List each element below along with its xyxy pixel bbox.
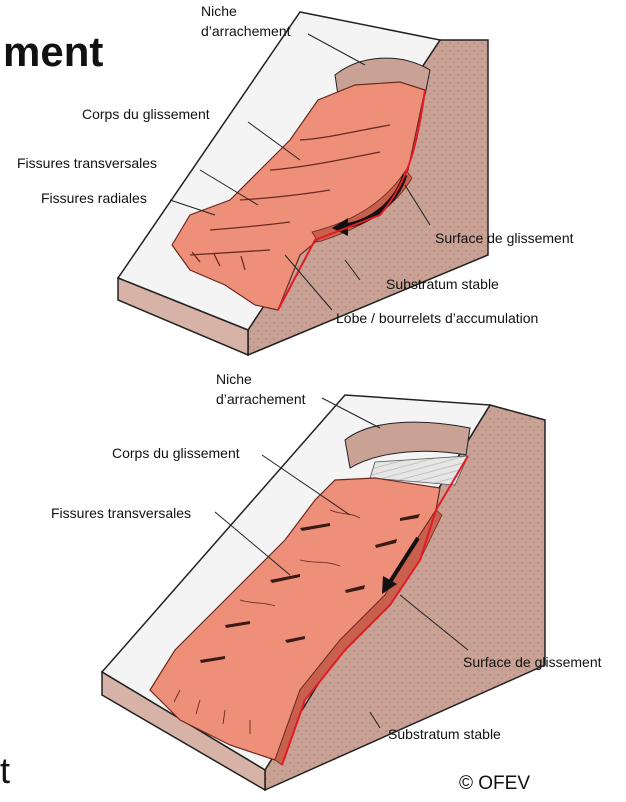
top-niche-label-2: d’arrachement — [201, 23, 291, 39]
bottom-niche-label-2: d’arrachement — [216, 391, 306, 407]
credit-label: © OFEV — [459, 773, 530, 794]
bottom-niche-label-1: Niche — [216, 371, 252, 387]
top-corps-label: Corps du glissement — [82, 106, 210, 122]
top-substratum-label: Substratum stable — [386, 276, 499, 292]
bottom-text-fragment: t — [0, 750, 10, 791]
bottom-fissures-transversales-label: Fissures transversales — [51, 505, 191, 521]
bottom-corps-label: Corps du glissement — [112, 445, 240, 461]
top-lobe-label: Lobe / bourrelets d’accumulation — [336, 310, 538, 326]
bottom-surface-label: Surface de glissement — [463, 654, 602, 670]
bottom-substratum-label: Substratum stable — [388, 726, 501, 742]
title-fragment: ment — [3, 28, 103, 75]
top-surface-label: Surface de glissement — [435, 230, 574, 246]
top-fissures-radiales-label: Fissures radiales — [41, 190, 147, 206]
top-niche-label-1: Niche — [201, 3, 237, 19]
top-block — [118, 12, 488, 355]
top-fissures-transversales-label: Fissures transversales — [17, 155, 157, 171]
